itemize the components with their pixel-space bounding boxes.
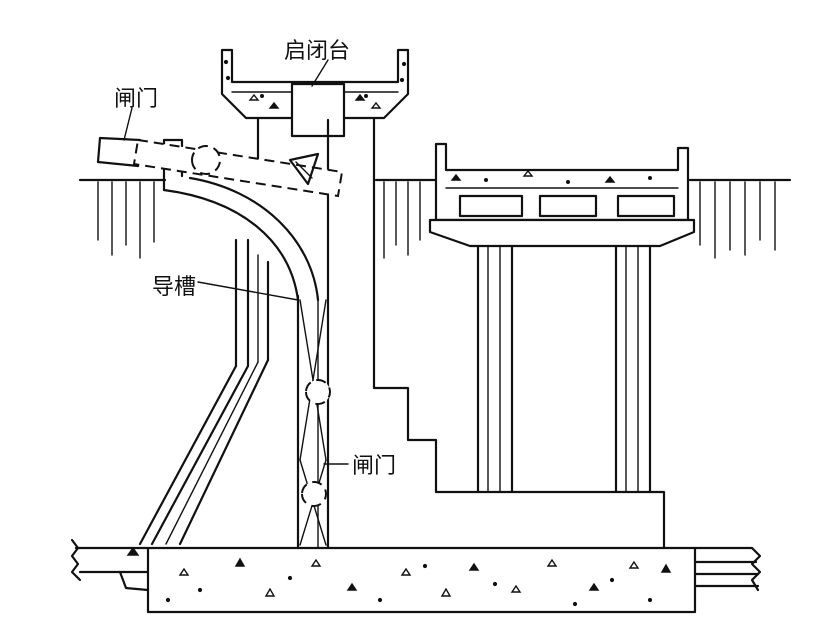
label-gate-lower: 闸门 bbox=[352, 454, 396, 479]
bridge-pier-right bbox=[614, 244, 652, 494]
leader-gate-upper bbox=[123, 107, 133, 141]
label-guide-slot: 导槽 bbox=[152, 275, 196, 300]
bridge-pier-left bbox=[476, 244, 514, 494]
leader-guide-slot bbox=[197, 281, 299, 301]
label-gate-upper: 闸门 bbox=[114, 87, 158, 112]
leader-hoist-platform bbox=[311, 59, 329, 87]
hoist-platform bbox=[220, 48, 410, 138]
ground-right bbox=[374, 178, 792, 259]
bridge-deck bbox=[428, 142, 696, 248]
inclined-strut bbox=[138, 238, 270, 546]
ground-left bbox=[78, 178, 167, 259]
gate-upper-shape bbox=[96, 136, 344, 198]
label-hoist-platform: 启闭台 bbox=[284, 39, 350, 64]
foundation-slab bbox=[70, 538, 762, 614]
